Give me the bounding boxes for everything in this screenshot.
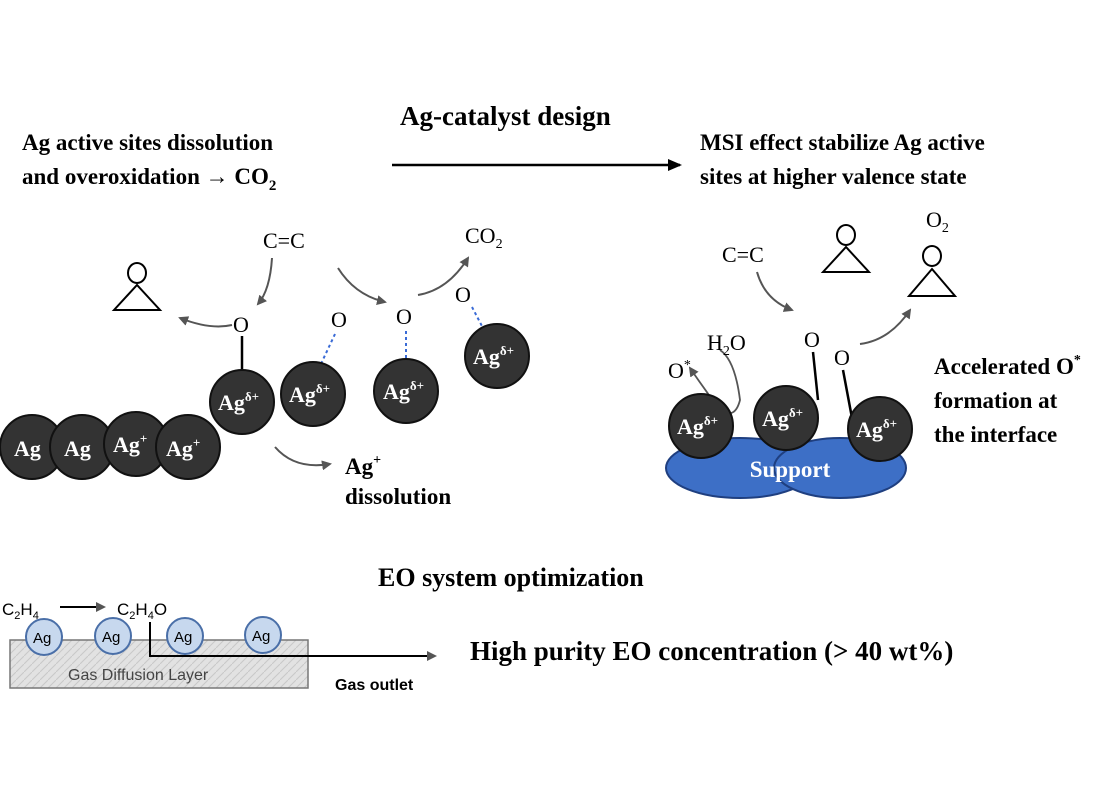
header: Ag active sites dissolution and overoxid…	[22, 101, 985, 194]
ag-particle-label: Ag	[33, 630, 51, 647]
oxygen-atom: O	[804, 327, 820, 352]
ag-particle: Ag	[25, 618, 63, 656]
center-title: Ag-catalyst design	[400, 101, 611, 131]
ag-particle-label: Ag	[102, 629, 120, 646]
note-line3: the interface	[934, 422, 1057, 447]
ag-nanoparticle-chain: Ag Ag Ag+ Ag+	[0, 411, 221, 480]
right-caption-line1: MSI effect stabilize Ag active	[700, 130, 985, 155]
epoxide-icon	[906, 245, 958, 297]
h2o-label: H2O	[707, 330, 746, 359]
alkene-to-oxygen2-arrow	[337, 267, 387, 306]
alkene-to-oxygen-arrow	[756, 271, 794, 312]
oxygen-atom: O	[834, 345, 850, 370]
ag-plus-label: Ag+	[113, 431, 147, 457]
note-line2: formation at	[934, 388, 1058, 413]
oxygen-atom: O	[396, 304, 412, 329]
epoxide-icon	[820, 224, 872, 273]
ag-delta-label: Agδ+	[473, 343, 514, 369]
ag-delta-site: Agδ+	[753, 385, 819, 451]
ag-particle: Ag	[94, 617, 132, 655]
ag-atom-label: Ag	[64, 436, 91, 461]
dotted-bond	[471, 306, 485, 331]
dissolution-arrow	[274, 446, 332, 471]
ag-delta-site: Agδ+	[464, 323, 530, 389]
oxygen-atom: O	[455, 282, 471, 307]
dissolution-label: dissolution	[345, 484, 451, 509]
alkene-label: C=C	[722, 242, 764, 267]
ag-plus-label: Ag+	[166, 435, 200, 461]
ag-particle: Ag	[166, 617, 204, 655]
c2h4o-label: C2H4O	[117, 600, 167, 622]
ag-delta-site: Agδ+	[209, 369, 275, 435]
alkene-to-oxygen-arrow	[256, 257, 273, 306]
ag-delta-label: Agδ+	[383, 378, 424, 404]
ag-delta-label: Agδ+	[289, 381, 330, 407]
ag-atom-label: Ag	[14, 436, 41, 461]
ag-delta-site: Agδ+	[373, 358, 439, 424]
to-epoxide-arrow	[178, 316, 233, 328]
c2h4-label: C2H4	[2, 600, 39, 622]
ag-delta-label: Agδ+	[762, 405, 803, 431]
gas-outlet-arrow	[149, 622, 437, 661]
left-caption-line2: and overoxidation → CO2	[22, 164, 276, 194]
to-epoxide-arrow	[859, 308, 912, 345]
right-scheme: C=C O2 H2O O* O O Support	[665, 207, 1081, 499]
result-statement: High purity EO concentration (> 40 wt%)	[470, 636, 953, 666]
eo-system-title: EO system optimization	[378, 563, 644, 592]
o2-label: O2	[926, 207, 949, 236]
solid-bond	[811, 351, 820, 401]
water-activation-arrow	[688, 349, 741, 415]
to-co2-arrow	[417, 256, 470, 296]
ag-delta-label: Agδ+	[677, 413, 718, 439]
co2-label: CO2	[465, 223, 503, 252]
gdl-label: Gas Diffusion Layer	[68, 667, 209, 684]
dotted-bond	[319, 333, 336, 367]
epoxide-icon	[111, 262, 163, 311]
ag-delta-site: Agδ+	[280, 361, 346, 427]
solid-bond	[841, 369, 854, 419]
note-line1: Accelerated O*	[934, 353, 1081, 379]
bottom-section: EO system optimization C2H4 C2H4O Gas Di…	[2, 563, 953, 694]
gas-outlet-label: Gas outlet	[335, 677, 414, 694]
oxygen-atom: O	[233, 312, 249, 337]
ag-delta-site: Agδ+	[668, 393, 734, 459]
ag-plus-dissolution: Ag+	[345, 453, 381, 479]
o-star-label: O*	[668, 358, 691, 383]
ag-delta-label: Agδ+	[218, 389, 259, 415]
ag-delta-site: Agδ+	[847, 396, 913, 462]
ag-delta-label: Agδ+	[856, 416, 897, 442]
left-caption-line1: Ag active sites dissolution	[22, 130, 273, 155]
ag-particle: Ag	[244, 616, 282, 654]
ag-particle-label: Ag	[252, 628, 270, 645]
support-label: Support	[750, 457, 831, 482]
right-caption-line2: sites at higher valence state	[700, 164, 967, 189]
oxygen-atom: O	[331, 307, 347, 332]
ag-particle-label: Ag	[174, 629, 192, 646]
alkene-label: C=C	[263, 228, 305, 253]
left-scheme: C=C CO2 O O O O Ag Ag	[0, 223, 530, 509]
